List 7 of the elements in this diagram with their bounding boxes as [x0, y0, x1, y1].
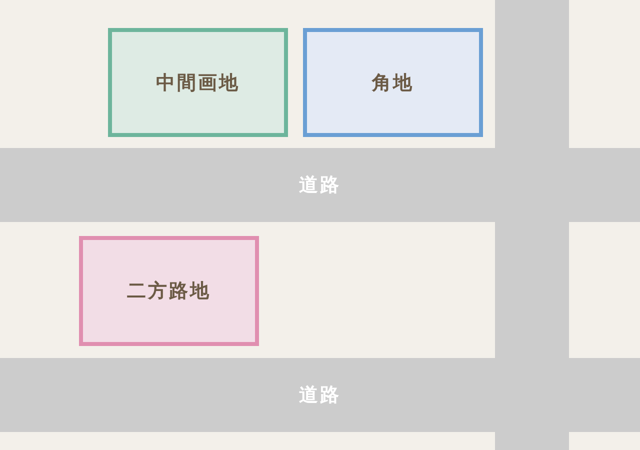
road-band: [495, 0, 569, 450]
plot-label: 中間画地: [156, 70, 240, 96]
land-plot: [303, 28, 483, 137]
plot-label: 二方路地: [127, 279, 211, 304]
plot-label: 角地: [372, 70, 414, 96]
land-plot: [108, 28, 288, 137]
land-plot: [79, 236, 259, 346]
